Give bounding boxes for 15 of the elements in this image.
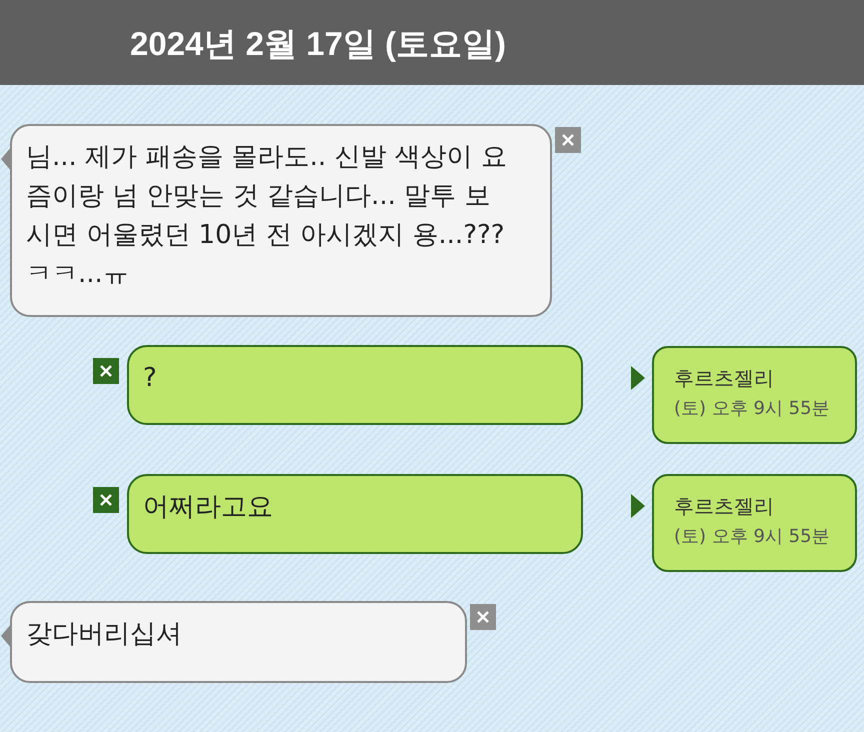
- message-text: 님... 제가 패송을 몰라도.. 신발 색상이 요즘이랑 넘 안맞는 것 같습니다... 말투 보시면 어울렸던 10년 전 아시겠지 용...??? ㅋㅋ...ㅠ: [26, 141, 508, 291]
- received-message-bubble: [10, 601, 467, 683]
- message-text: ?: [143, 362, 158, 395]
- sender-card: [652, 346, 857, 444]
- date-title: 2024년 2월 17일 (토요일): [130, 24, 506, 64]
- message-text: 갖다버리십셔: [26, 618, 183, 651]
- sender-name: 후르츠젤리: [674, 365, 775, 392]
- timestamp: (토) 오후 9시 55분: [674, 525, 831, 549]
- timestamp: (토) 오후 9시 55분: [674, 397, 831, 421]
- sent-message-bubble: [127, 345, 583, 425]
- sender-name: 후르츠젤리: [674, 493, 775, 520]
- message-text: 어쩌라고요: [143, 491, 274, 524]
- sent-message-bubble: [127, 474, 583, 554]
- received-message-bubble: [10, 124, 552, 317]
- sender-card: [652, 474, 857, 572]
